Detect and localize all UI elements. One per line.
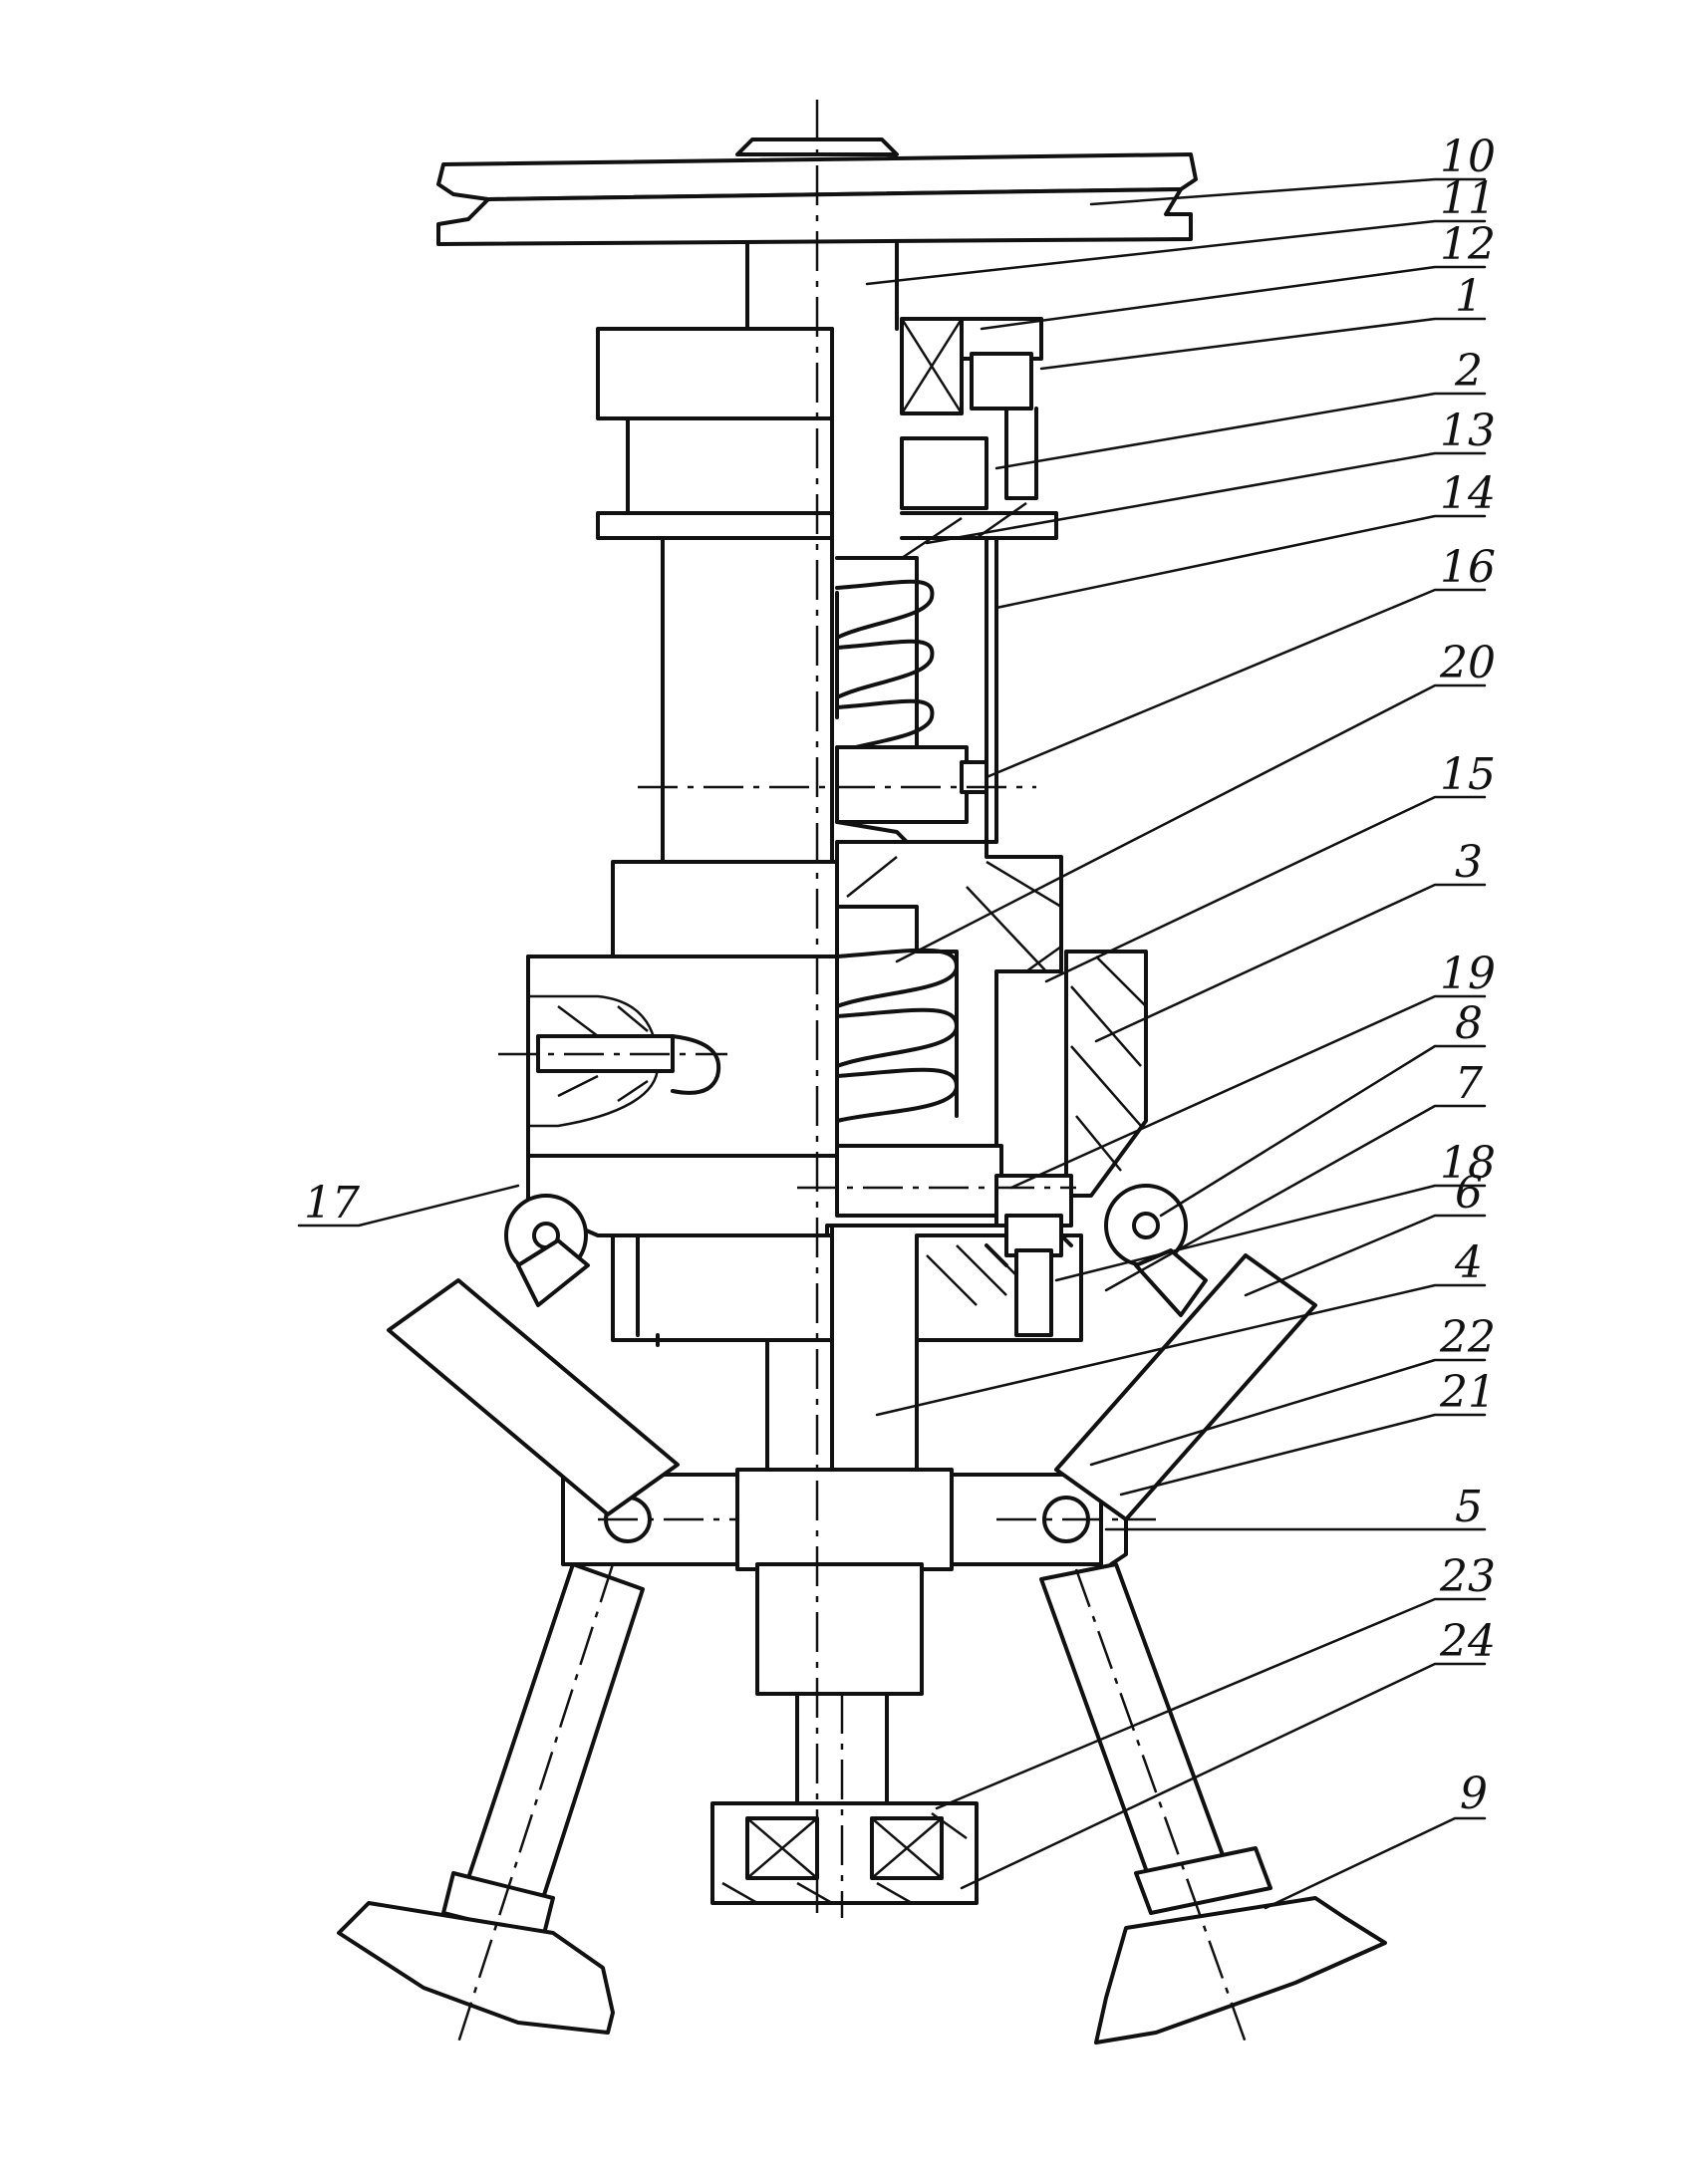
- leader-lines: [297, 177, 1487, 1910]
- label-10: 10: [1440, 132, 1496, 182]
- label-3: 3: [1455, 837, 1483, 888]
- label-7: 7: [1455, 1058, 1483, 1109]
- label-11: 11: [1440, 173, 1496, 224]
- label-23: 23: [1439, 1551, 1496, 1602]
- right-leg: [1039, 1562, 1387, 2045]
- label-21: 21: [1439, 1367, 1496, 1418]
- pulley: [436, 137, 1198, 246]
- label-17: 17: [304, 1178, 360, 1228]
- middle-block: [638, 745, 1036, 844]
- lower-housing: [611, 840, 1148, 1198]
- label-6: 6: [1455, 1168, 1483, 1219]
- label-24: 24: [1439, 1616, 1496, 1667]
- lower-shaft: [765, 1338, 919, 1477]
- label-14: 14: [1440, 468, 1496, 519]
- label-20: 20: [1439, 638, 1496, 688]
- label-8: 8: [1455, 998, 1483, 1049]
- label-13: 13: [1440, 406, 1496, 456]
- label-1: 1: [1455, 271, 1483, 322]
- label-5: 5: [1455, 1482, 1483, 1532]
- bottom-spindle: [710, 1562, 979, 1918]
- right-upper-arm: [1054, 1184, 1317, 1521]
- crossbar: [561, 1468, 1156, 1571]
- left-leg: [337, 1562, 645, 2044]
- label-2: 2: [1454, 346, 1483, 397]
- left-upper-arm: [387, 1194, 680, 1516]
- bottom-housing: [611, 1214, 1083, 1347]
- label-12: 12: [1440, 219, 1496, 270]
- label-22: 22: [1439, 1312, 1496, 1363]
- upper-spring: [835, 556, 935, 754]
- lower-plate: [526, 1144, 1076, 1237]
- label-16: 16: [1440, 542, 1496, 593]
- label-19: 19: [1440, 949, 1496, 999]
- upper-housing: [596, 317, 1058, 864]
- lower-spring: [835, 905, 959, 1123]
- left-clamp-block: [498, 955, 839, 1158]
- label-4: 4: [1454, 1237, 1483, 1288]
- part-labels: 10 11 12 1 2 13 14 16 20 15 3 19 8 7 18 …: [304, 132, 1496, 1819]
- label-18: 18: [1440, 1138, 1496, 1189]
- label-15: 15: [1440, 749, 1496, 800]
- label-9: 9: [1460, 1769, 1488, 1819]
